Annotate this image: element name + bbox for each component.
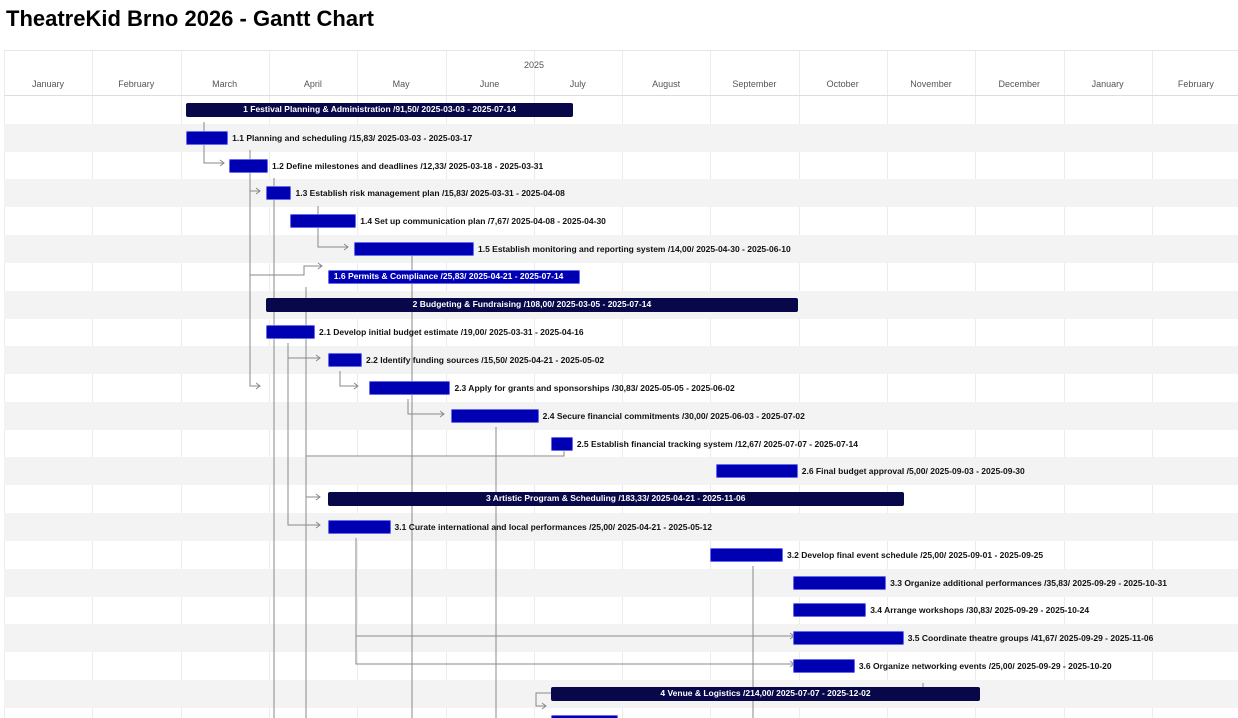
task-label: 2.3 Apply for grants and sponsorships /3… [454,383,735,393]
month-gridline [887,51,888,718]
month-label: November [910,79,952,89]
month-gridline [180,51,182,718]
summary-bar[interactable]: 3 Artistic Program & Scheduling /183,33/… [327,492,904,507]
task-label: 1.5 Establish monitoring and reporting s… [477,244,791,254]
task-bar[interactable] [792,631,904,646]
month-gridline [92,51,94,718]
task-label: 2.1 Develop initial budget estimate /19,… [319,327,584,338]
month-label: October [826,79,859,89]
task-bar[interactable] [792,659,855,673]
summary-bar[interactable]: 4 Venue & Logistics /214,00/ 2025-07-07 … [550,686,981,701]
row-background [4,346,1238,375]
month-label: March [212,79,238,89]
task-bar[interactable] [327,353,363,368]
task-bar[interactable] [451,408,539,423]
month-gridline [4,51,5,718]
row-background [4,401,1238,430]
task-label: 3.3 Organize additional performances /35… [890,577,1167,588]
task-bar[interactable] [716,464,798,479]
row-background [4,513,1238,541]
task-label: 2.2 Identify funding sources /15,50/ 202… [366,355,605,366]
task-label: 3.6 Organize networking events /25,00/ 2… [858,661,1112,671]
task-label: 3.5 Coordinate theatre groups /41,67/ 20… [907,633,1154,644]
month-label: February [1177,79,1214,89]
task-label: 1 Festival Planning & Administration /91… [243,104,516,114]
task-label: 1.6 Permits & Compliance /25,83/ 2025-04… [333,270,564,281]
gantt-chart: 2025 January February March April May June Jul… [4,50,1238,718]
dependency-arrows [203,122,924,718]
month-gridline [798,51,800,718]
task-label: 3 Artistic Program & Scheduling /183,33/… [485,493,746,504]
task-bar[interactable] [792,575,887,590]
task-label: 2.6 Final budget approval /5,00/ 2025-09… [801,466,1025,477]
task-bar[interactable] [266,186,292,201]
task-bar[interactable] [354,242,474,256]
month-gridline [533,51,535,718]
month-label: September [732,79,777,89]
task-label: 2 Budgeting & Fundraising /108,00/ 2025-… [412,298,652,309]
row-background [4,235,1238,263]
task-label: 1.3 Establish risk management plan /15,8… [295,188,565,199]
task-label: 1.2 Define milestones and deadlines /12,… [272,160,544,171]
month-gridline [357,51,359,718]
month-gridline [975,51,977,718]
month-label: June [479,79,500,89]
row-background [4,179,1238,208]
month-label: May [392,79,410,89]
month-label: January [31,79,65,89]
month-label: January [1091,79,1124,89]
month-gridline [1151,51,1153,718]
task-bar[interactable] [266,325,316,340]
task-bar[interactable] [368,381,451,395]
summary-bar[interactable]: 1 Festival Planning & Administration /91… [186,103,573,117]
year-label: 2025 [524,60,545,70]
month-label: August [652,79,681,89]
summary-bar[interactable]: 2 Budgeting & Fundraising /108,00/ 2025-… [266,297,798,312]
task-label: 1.4 Set up communication plan /7,67/ 202… [360,216,606,227]
month-label: April [303,79,322,89]
header-divider [4,95,1238,96]
task-label: 3.1 Curate international and local perfo… [394,522,713,532]
month-label: February [118,79,155,89]
task-bar[interactable] [550,714,619,718]
task-bar[interactable] [186,130,229,145]
task-label: 1.1 Planning and scheduling /15,83/ 2025… [232,132,473,143]
task-bar[interactable]: 1.6 Permits & Compliance /25,83/ 2025-04… [327,269,580,284]
row-background [4,457,1238,486]
task-label: 3.4 Arrange workshops /30,83/ 2025-09-29… [870,605,1090,616]
month-gridline [1063,51,1065,718]
task-bar[interactable] [710,547,784,562]
task-label: 2.5 Establish financial tracking system … [576,438,858,449]
task-label: 4 Venue & Logistics /214,00/ 2025-07-07 … [660,687,871,698]
month-gridline [710,51,712,718]
row-background [4,568,1238,597]
page-title: TheatreKid Brno 2026 - Gantt Chart [6,6,374,31]
task-bar[interactable] [327,520,391,534]
month-gridline [268,51,270,718]
month-label: December [998,79,1041,89]
task-label: 3.2 Develop final event schedule /25,00/… [787,549,1044,560]
month-label: July [569,79,586,89]
month-gridline [622,51,624,718]
row-background [4,624,1238,653]
task-bar[interactable] [289,214,357,229]
task-bar[interactable] [550,436,573,451]
task-bar[interactable] [792,603,867,618]
task-bar[interactable] [229,158,269,173]
task-label: 2.4 Secure financial commitments /30,00/… [542,410,805,421]
